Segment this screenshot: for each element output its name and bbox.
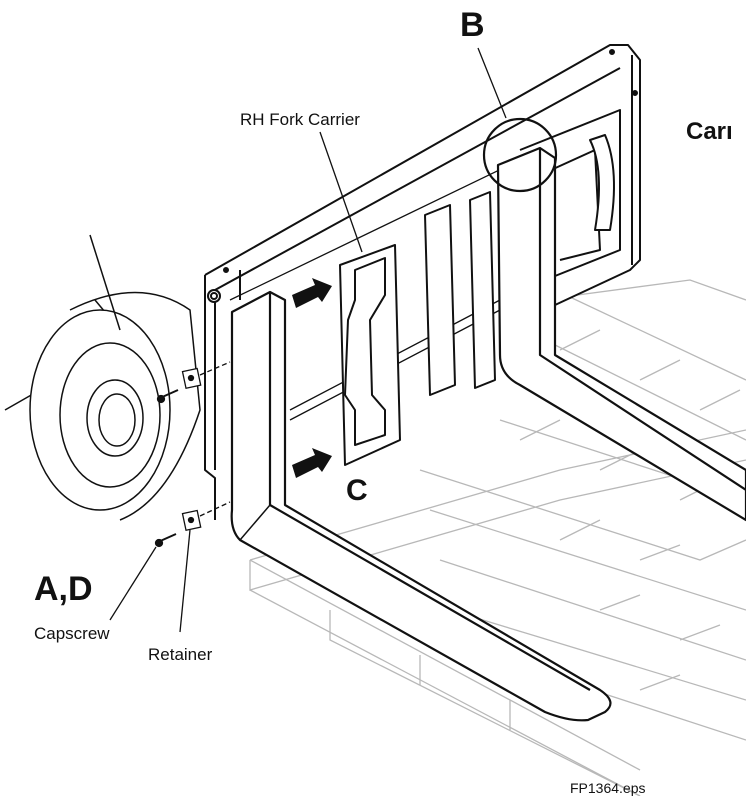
callout-c: C	[346, 474, 368, 507]
callout-b: B	[460, 6, 485, 44]
label-rh-fork-carrier: RH Fork Carrier	[240, 110, 360, 129]
leader-retainer	[179, 529, 191, 633]
leader-b	[477, 47, 507, 119]
file-reference: FP1364.eps	[570, 780, 646, 796]
direction-arrows	[292, 278, 332, 478]
detail-circle-b	[482, 117, 558, 193]
callout-carriage-partial: Carı	[686, 118, 733, 145]
label-capscrew: Capscrew	[34, 624, 110, 643]
right-fork	[496, 146, 746, 522]
rh-fork-carrier	[339, 191, 496, 466]
pallet	[249, 279, 746, 796]
callout-ad: A,D	[34, 570, 93, 608]
capscrew-retainer-upper	[156, 361, 231, 404]
leader-capscrew	[109, 546, 157, 621]
left-fork	[230, 290, 612, 722]
label-retainer: Retainer	[148, 645, 213, 664]
leader-rh-fork-carrier	[319, 131, 363, 253]
wheel	[4, 234, 201, 521]
capscrew-retainer-lower	[154, 501, 231, 548]
